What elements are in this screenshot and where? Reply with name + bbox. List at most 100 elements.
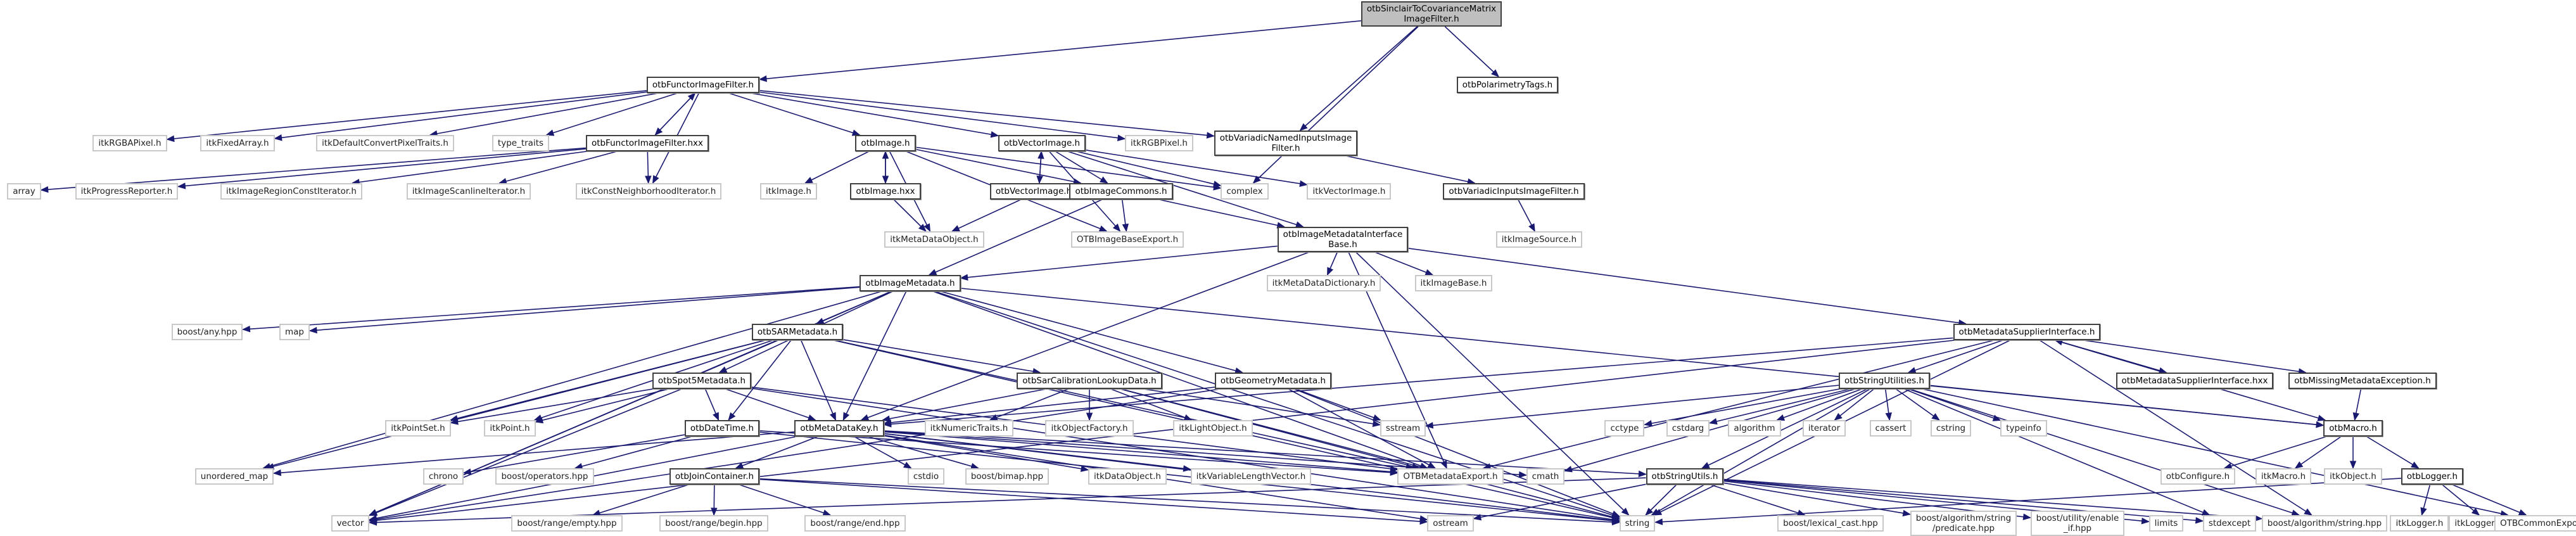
graph-node[interactable]: itkLightObject.h	[1173, 420, 1253, 437]
graph-node[interactable]: itkLogger.h	[2390, 515, 2449, 532]
graph-node[interactable]: array	[7, 183, 41, 200]
graph-node[interactable]: itkImageRegionConstIterator.h	[220, 183, 362, 200]
graph-node[interactable]: itkDefaultConvertPixelTraits.h	[316, 135, 454, 151]
graph-node[interactable]: OTBImageBaseExport.h	[1070, 231, 1184, 248]
graph-node[interactable]: otbImage.hxx	[850, 183, 921, 200]
dependency-edge	[2039, 340, 2313, 516]
graph-node[interactable]: cstring	[1930, 420, 1972, 437]
graph-node[interactable]: otbImageMetadata.h	[860, 275, 961, 291]
graph-node[interactable]: otbVectorImage.h	[998, 135, 1086, 151]
graph-node[interactable]: itkRGBAPixel.h	[92, 135, 167, 151]
graph-node[interactable]: otbDateTime.h	[684, 420, 760, 437]
graph-node[interactable]: boost/algorithm/string.hpp	[2261, 515, 2388, 532]
graph-node[interactable]: otbMissingMetadataException.h	[2288, 373, 2437, 389]
graph-node[interactable]: itkObject.h	[2324, 468, 2382, 485]
graph-node[interactable]: unordered_map	[194, 468, 274, 485]
graph-node[interactable]: otbMetadataSupplierInterface.hxx	[2116, 373, 2274, 389]
graph-node[interactable]: algorithm	[1728, 420, 1781, 437]
graph-node[interactable]: itkImageBase.h	[1414, 275, 1493, 291]
arrowhead-icon	[1372, 414, 1381, 421]
arrowhead-icon	[1564, 466, 1573, 473]
graph-node[interactable]: itkImage.h	[760, 183, 817, 200]
graph-node[interactable]: iterator	[1802, 420, 1846, 437]
graph-node[interactable]: boost/range/end.hpp	[804, 515, 906, 532]
graph-node[interactable]: otbStringUtilities.h	[1838, 373, 1931, 389]
graph-node[interactable]: boost/range/empty.hpp	[511, 515, 623, 532]
graph-node[interactable]: itkImageSource.h	[1495, 231, 1583, 248]
graph-node[interactable]: itkMetaDataObject.h	[884, 231, 984, 248]
graph-node[interactable]: otbStringUtils.h	[1646, 468, 1724, 485]
graph-node[interactable]: otbSARMetadata.h	[751, 324, 844, 340]
graph-node[interactable]: itkProgressReporter.h	[75, 183, 179, 200]
graph-node[interactable]: vector	[331, 515, 370, 532]
dependency-edge	[951, 199, 1022, 232]
graph-node[interactable]: OTBMetadataExport.h	[1397, 468, 1504, 485]
graph-node[interactable]: itkMacro.h	[2255, 468, 2312, 485]
graph-node[interactable]: itkFixedArray.h	[200, 135, 275, 151]
arrowhead-icon	[1491, 69, 1500, 77]
arrowhead-icon	[535, 417, 544, 424]
graph-node[interactable]: itkVariableLengthVector.h	[1190, 468, 1312, 485]
graph-node[interactable]: boost/utility/enable _if.hpp	[2030, 511, 2125, 536]
dependency-edge	[759, 430, 1398, 474]
graph-node[interactable]: type_traits	[492, 135, 550, 151]
graph-node[interactable]: cctype	[1604, 420, 1645, 437]
graph-node[interactable]: otbImage.h	[855, 135, 916, 151]
arrowhead-icon	[1299, 123, 1308, 131]
graph-node[interactable]: itkVectorImage.h	[1307, 183, 1392, 200]
graph-node[interactable]: otbGeometryMetadata.h	[1214, 373, 1332, 389]
graph-node[interactable]: itkNumericTraits.h	[924, 420, 1014, 437]
graph-node[interactable]: limits	[2148, 515, 2184, 532]
graph-node[interactable]: otbFunctorImageFilter.hxx	[585, 135, 709, 151]
graph-node[interactable]: complex	[1221, 183, 1269, 200]
graph-node[interactable]: map	[279, 324, 310, 340]
graph-node[interactable]: otbImageCommons.h	[1069, 183, 1173, 200]
graph-node[interactable]: boost/algorithm/string /predicate.hpp	[1910, 511, 2017, 536]
arrowhead-icon	[1708, 418, 1718, 425]
graph-node[interactable]: itkPoint.h	[484, 420, 536, 437]
graph-node[interactable]: typeinfo	[2000, 420, 2047, 437]
dependency-edge	[1143, 388, 1380, 426]
dependency-edge	[884, 430, 1646, 475]
graph-node[interactable]: otbLogger.h	[2401, 468, 2464, 485]
graph-node[interactable]: sstream	[1380, 420, 1426, 437]
graph-node[interactable]: cstdio	[907, 468, 945, 485]
graph-node[interactable]: cstdarg	[1666, 420, 1710, 437]
graph-node[interactable]: OTBCommonExport.h	[2494, 515, 2576, 532]
graph-node[interactable]: boost/operators.hpp	[495, 468, 594, 485]
graph-node[interactable]: boost/any.hpp	[171, 324, 243, 340]
graph-node[interactable]: string	[1619, 515, 1656, 532]
graph-node[interactable]: otbSarCalibrationLookupData.h	[1017, 373, 1162, 389]
arrowhead-icon	[842, 412, 850, 421]
graph-node[interactable]: otbPolarimetryTags.h	[1456, 77, 1559, 93]
graph-node[interactable]: itkObjectFactory.h	[1045, 420, 1134, 437]
graph-node[interactable]: itkImageScanlineIterator.h	[406, 183, 531, 200]
graph-node[interactable]: otbVariadicInputsImageFilter.h	[1443, 183, 1585, 200]
arrowhead-icon	[308, 326, 317, 334]
graph-node[interactable]: otbConfigure.h	[2160, 468, 2236, 485]
graph-node[interactable]: stdexcept	[2202, 515, 2257, 532]
arrowhead-icon	[2294, 461, 2304, 469]
graph-node[interactable]: itkPointSet.h	[385, 420, 451, 437]
graph-node[interactable]: ostream	[1427, 515, 1474, 532]
graph-node[interactable]: otbMacro.h	[2323, 420, 2383, 437]
graph-node[interactable]: otbMetaDataKey.h	[794, 420, 884, 437]
graph-node[interactable]: otbMetadataSupplierInterface.h	[1953, 324, 2101, 340]
graph-node[interactable]: itkMetaDataDictionary.h	[1266, 275, 1381, 291]
graph-node[interactable]: boost/range/begin.hpp	[659, 515, 768, 532]
graph-node[interactable]: otbVariadicNamedInputsImage Filter.h	[1214, 131, 1358, 156]
graph-node[interactable]: otbImageMetadataInterface Base.h	[1277, 227, 1409, 252]
graph-node[interactable]: chrono	[422, 468, 464, 485]
graph-node[interactable]: itkRGBPixel.h	[1124, 135, 1193, 151]
graph-node[interactable]: cassert	[1869, 420, 1912, 437]
graph-node[interactable]: itkDataObject.h	[1088, 468, 1167, 485]
graph-node[interactable]: cmath	[1526, 468, 1565, 485]
arrowhead-icon	[2317, 414, 2326, 421]
graph-node[interactable]: otbSpot5Metadata.h	[652, 373, 752, 389]
graph-node[interactable]: boost/lexical_cast.hpp	[1777, 515, 1884, 532]
graph-node[interactable]: otbFunctorImageFilter.h	[646, 77, 760, 93]
graph-node[interactable]: itkConstNeighborhoodIterator.h	[575, 183, 722, 200]
graph-node[interactable]: boost/bimap.hpp	[965, 468, 1050, 485]
dependency-edge	[266, 340, 766, 469]
graph-node[interactable]: otbJoinContainer.h	[669, 468, 760, 485]
